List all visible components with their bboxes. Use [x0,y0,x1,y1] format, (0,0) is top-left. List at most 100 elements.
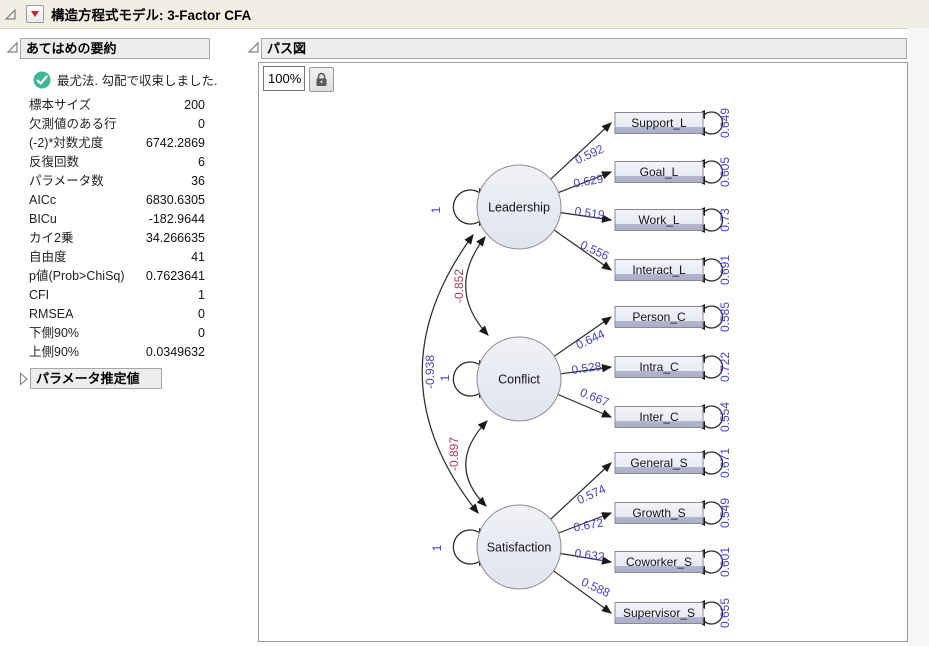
fit-row-label: 自由度 [29,250,67,264]
fit-row: (-2)*対数尤度 6742.2869 [29,134,205,153]
fit-row: 上側90%0.0349632 [29,343,205,362]
error-variance-label: 0.73 [718,208,732,232]
fit-row-value: 6742.2869 [145,136,205,150]
fit-row-label: AICc [29,193,57,207]
loading-path[interactable] [560,364,613,375]
loading-path[interactable] [557,393,613,418]
loading-path[interactable] [560,212,613,223]
error-variance-label: 0.655 [718,598,732,628]
fit-row: 下側90%0 [29,324,205,343]
fit-row-value: 0 [198,117,205,131]
error-variance-loop [703,451,724,475]
indicator-label: Intra_C [639,360,679,374]
indicator-label: Support_L [631,116,687,130]
path-diagram-disclosure-icon[interactable] [247,41,260,54]
loading-path[interactable] [553,570,612,614]
fit-summary-disclosure-icon[interactable] [6,41,19,54]
loading-path[interactable] [553,316,612,357]
fit-row-label: BICu [29,212,57,226]
loading-estimate-label: 0.588 [579,575,612,601]
disclosure-open-icon[interactable] [4,8,17,21]
convergence-status: 最尤法. 勾配で収束しました. [33,70,217,89]
indicator-label: Goal_L [640,165,679,179]
error-variance-loop [703,405,724,429]
covariance-estimate-label: -0.897 [447,437,461,471]
fit-row-value: 0 [198,326,205,340]
loading-path[interactable] [550,122,612,180]
loading-path[interactable] [550,462,612,520]
zoom-level-input[interactable]: 100% [263,66,305,91]
fit-row-label: パラメータ数 [29,174,104,188]
right-margin [908,28,929,646]
error-variance-label: 0.549 [718,498,732,528]
error-variance-label: 0.649 [718,108,732,138]
indicator-node[interactable]: Support_L 0.649 [614,108,732,138]
factor-variance-label: 1 [429,206,443,213]
fit-row: AICc 6830.6305 [29,191,205,210]
covariance-arc[interactable] [465,236,489,336]
fit-row-label: (-2)*対数尤度 [29,136,104,150]
red-triangle-menu-button[interactable] [26,5,44,23]
indicator-node[interactable]: Supervisor_S 0.655 [614,598,732,628]
indicator-label: Work_L [638,213,679,227]
indicator-label: Growth_S [632,506,685,520]
error-variance-label: 0.722 [718,352,732,382]
covariance-arc[interactable] [421,234,479,514]
indicator-node[interactable]: Intra_C 0.722 [614,352,732,382]
loading-estimate-label: 0.519 [574,204,606,222]
fit-row-value: 34.266635 [145,231,205,245]
error-variance-loop [703,111,724,135]
error-variance-loop [703,601,724,625]
factor-variance-loop [452,189,481,225]
error-variance-label: 0.585 [718,302,732,332]
indicator-node[interactable]: Work_L 0.73 [614,207,732,233]
parameter-estimates-header[interactable]: パラメータ推定値 [30,368,162,389]
factor-label: Satisfaction [487,541,552,555]
indicator-label: General_S [630,456,687,470]
path-diagram-header[interactable]: パス図 [261,38,907,59]
red-triangle-icon [31,11,39,17]
covariance-estimate-label: -0.938 [423,355,437,389]
error-variance-loop [703,501,724,525]
report-title: 構造方程式モデル: 3-Factor CFA [51,8,252,23]
fit-row-label: 反復回数 [29,155,80,169]
loading-path[interactable] [553,229,612,271]
parameter-estimates-disclosure-icon[interactable] [19,372,29,386]
loading-estimate-label: 0.644 [574,327,607,353]
indicator-label: Supervisor_S [623,606,695,620]
fit-row-value: 0 [198,307,205,321]
loading-estimate-label: 0.672 [572,516,604,535]
fit-row-value: 6830.6305 [145,193,205,207]
loading-path[interactable] [560,552,613,565]
loading-estimate-label: 0.632 [574,546,606,564]
factor-variance-label: 1 [438,374,452,381]
fit-row-value: 36 [191,174,205,188]
lock-layout-button[interactable] [309,67,334,92]
loading-path[interactable] [558,171,613,194]
loading-path[interactable] [558,512,613,534]
loading-estimate-label: 0.592 [573,142,606,168]
covariance-arc[interactable] [465,420,488,507]
fit-summary-header[interactable]: あてはめの要約 [20,38,210,59]
covariance-estimate-label: -0.852 [452,269,466,303]
indicator-node[interactable]: Growth_S 0.549 [614,498,732,528]
fit-row-label: p値(Prob>ChiSq) [29,269,125,283]
fit-row: BICu-182.9644 [29,210,205,229]
